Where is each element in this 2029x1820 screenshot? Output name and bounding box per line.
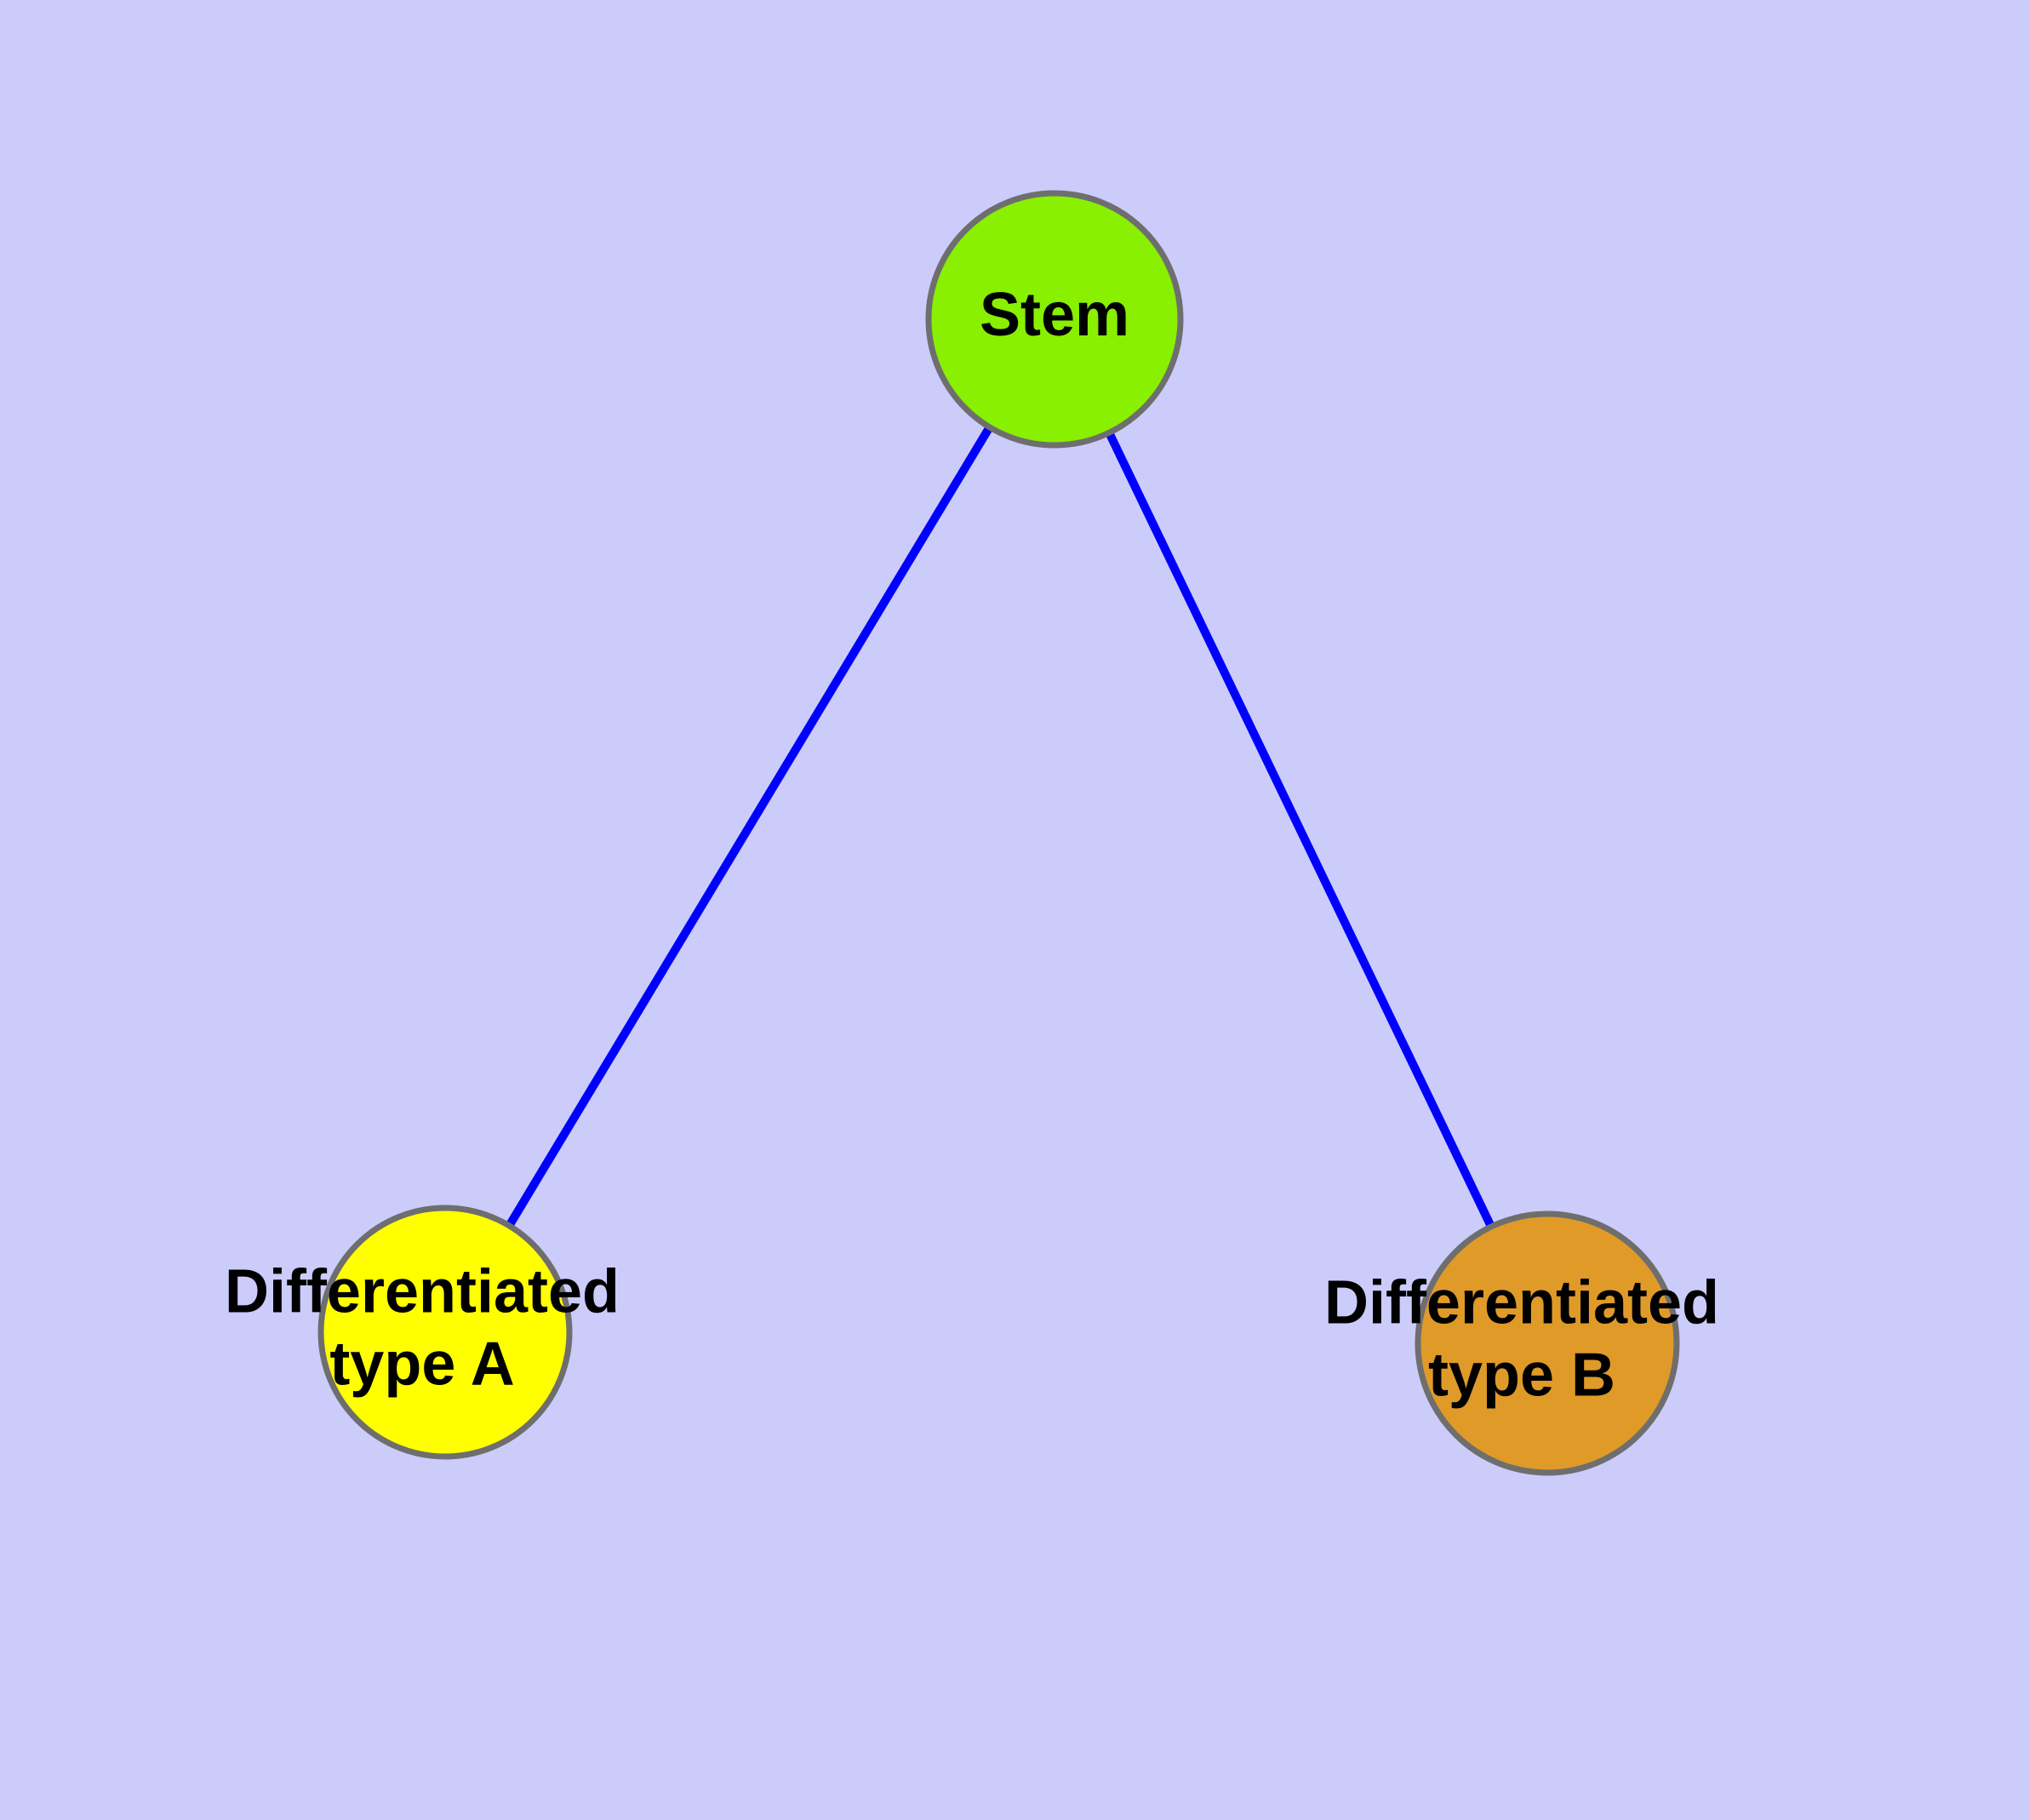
graph-node-label-line: type B — [1428, 1341, 1615, 1409]
graph-node-diff_b[interactable] — [1415, 1210, 1680, 1476]
graph-node-label-line: Differentiated — [1324, 1269, 1719, 1337]
edges-layer — [506, 426, 1495, 1228]
graph-node-diff_a[interactable] — [317, 1205, 573, 1460]
graph-node-label-line: Stem — [980, 281, 1129, 349]
nodes-layer — [317, 190, 1680, 1476]
graph-node-label-stem: Stem — [980, 281, 1129, 349]
graph-node-label-line: Differentiated — [225, 1258, 620, 1326]
graph-node-label-line: type A — [329, 1330, 514, 1398]
graph-edge-stem-diff_b — [1106, 432, 1495, 1228]
graph-node-stem[interactable] — [925, 190, 1184, 449]
graph-edge-stem-diff_a — [506, 426, 993, 1228]
